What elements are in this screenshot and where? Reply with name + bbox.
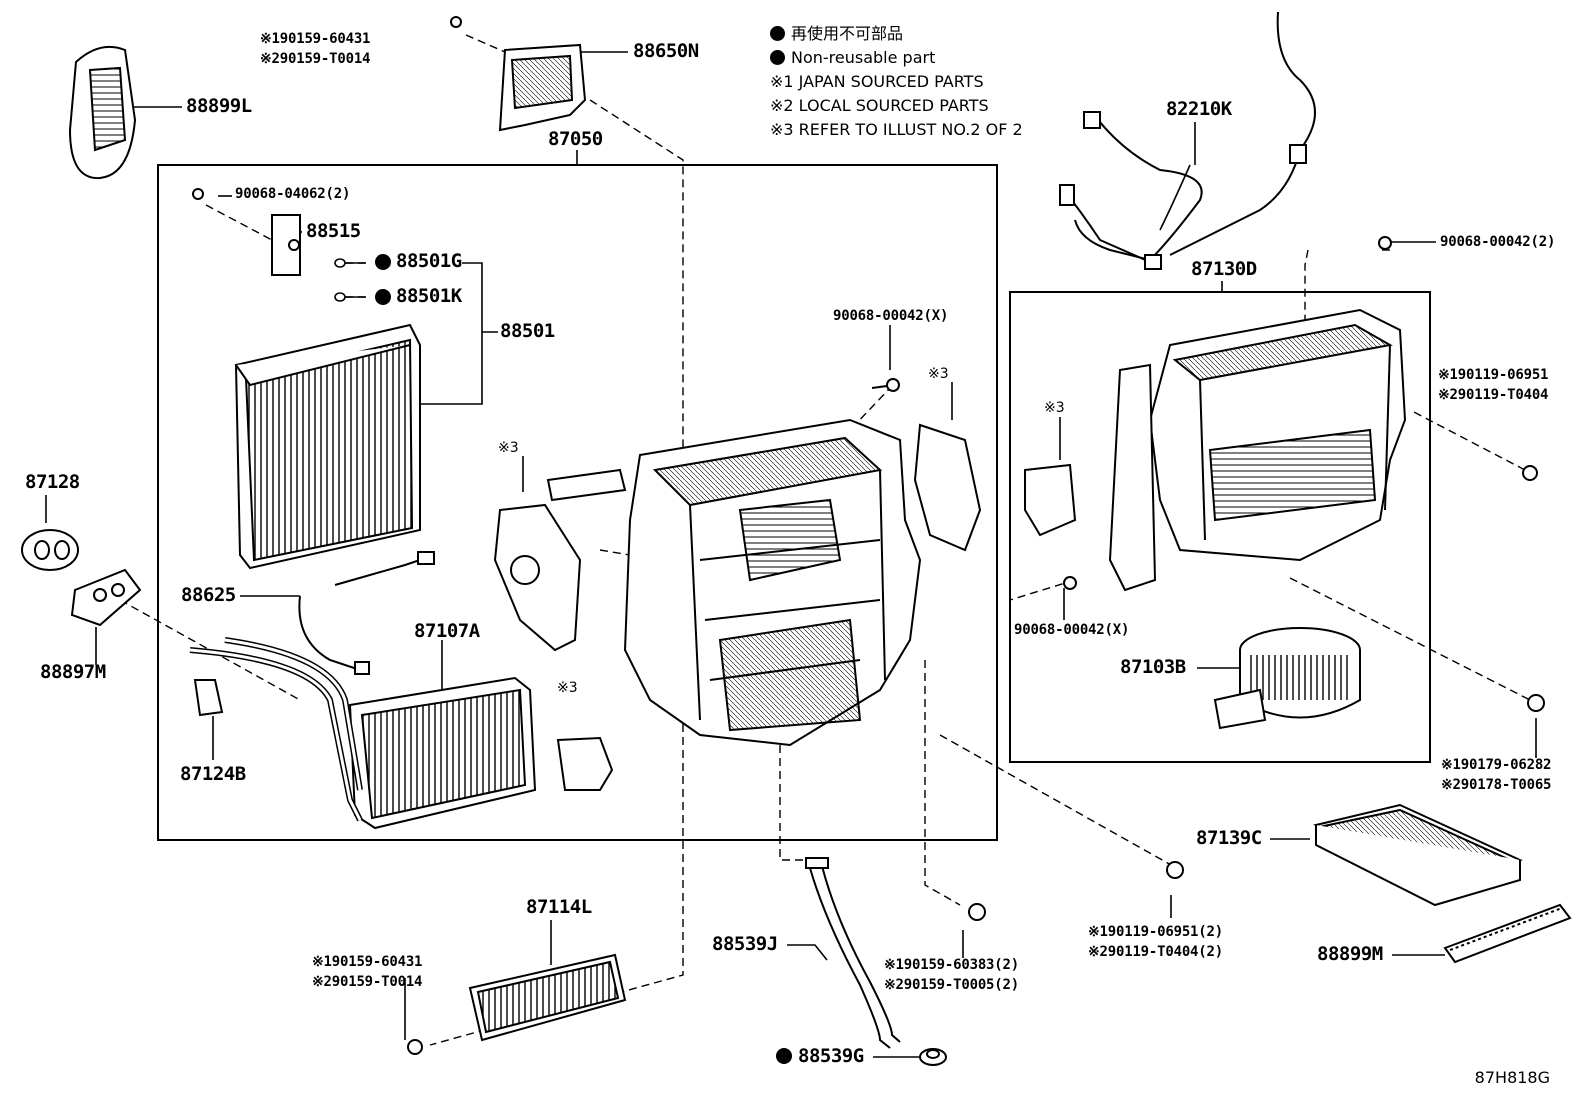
non-reusable-dot-88539G bbox=[776, 1048, 792, 1064]
label-290119-T0404[interactable]: ※290119-T0404 bbox=[1438, 387, 1549, 403]
legend: 再使用不可部品 Non-reusable part ※1 JAPAN SOURC… bbox=[770, 22, 1023, 142]
label-87114L-screw-1[interactable]: ※190159-60431 bbox=[312, 954, 423, 970]
part-88539G-illustration bbox=[919, 1048, 947, 1066]
part-88899L-illustration bbox=[68, 46, 137, 180]
bullet-icon bbox=[770, 26, 785, 41]
legend-refer-illust: ※3 REFER TO ILLUST NO.2 OF 2 bbox=[770, 120, 1023, 139]
label-ref3-a: ※3 bbox=[928, 366, 949, 382]
label-87128[interactable]: 87128 bbox=[25, 471, 80, 493]
assembly-box-87130D bbox=[1009, 291, 1431, 763]
screw-center bbox=[871, 378, 900, 392]
label-90068-00042x-right[interactable]: 90068-00042(X) bbox=[1014, 622, 1130, 638]
label-88539G[interactable]: 88539G bbox=[798, 1045, 864, 1067]
label-190119-06951-2[interactable]: ※190119-06951(2) bbox=[1088, 924, 1223, 940]
label-90068-00042x-center[interactable]: 90068-00042(X) bbox=[833, 308, 949, 324]
legend-non-reusable-jp: 再使用不可部品 bbox=[770, 22, 1023, 46]
label-87124B[interactable]: 87124B bbox=[180, 763, 246, 785]
label-290119-T0404-2[interactable]: ※290119-T0404(2) bbox=[1088, 944, 1223, 960]
label-88539J[interactable]: 88539J bbox=[712, 933, 778, 955]
label-87050[interactable]: 87050 bbox=[548, 128, 603, 150]
label-87103B[interactable]: 87103B bbox=[1120, 656, 1186, 678]
label-87130D[interactable]: 87130D bbox=[1191, 258, 1257, 280]
label-290159-T0005[interactable]: ※290159-T0005(2) bbox=[884, 977, 1019, 993]
legend-non-reusable-en: Non-reusable part bbox=[770, 46, 1023, 70]
label-88899M[interactable]: 88899M bbox=[1317, 943, 1383, 965]
label-88899L[interactable]: 88899L bbox=[186, 95, 252, 117]
label-88501[interactable]: 88501 bbox=[500, 320, 555, 342]
label-290178-T0065[interactable]: ※290178-T0065 bbox=[1441, 777, 1552, 793]
part-88539J-illustration bbox=[805, 857, 901, 1049]
illustration-code: 87H818G bbox=[1474, 1068, 1550, 1087]
label-88501G[interactable]: 88501G bbox=[396, 250, 462, 272]
label-ref3-d: ※3 bbox=[1044, 400, 1065, 416]
label-87114L[interactable]: 87114L bbox=[526, 896, 592, 918]
label-90068-00042-2[interactable]: 90068-00042(2) bbox=[1440, 234, 1556, 250]
label-190119-06951[interactable]: ※190119-06951 bbox=[1438, 367, 1549, 383]
label-190159-60383[interactable]: ※190159-60383(2) bbox=[884, 957, 1019, 973]
label-88650N-screw-1[interactable]: ※190159-60431 bbox=[260, 31, 371, 47]
label-88501K[interactable]: 88501K bbox=[396, 285, 462, 307]
part-88897M-illustration bbox=[70, 568, 142, 627]
part-87130D-illustration bbox=[1108, 308, 1407, 592]
part-87124B-illustration bbox=[193, 679, 224, 717]
label-ref3-b: ※3 bbox=[498, 440, 519, 456]
part-87128-illustration bbox=[21, 529, 79, 571]
legend-local-sourced: ※2 LOCAL SOURCED PARTS bbox=[770, 96, 989, 115]
part-88501-illustration bbox=[234, 323, 421, 570]
label-88897M[interactable]: 88897M bbox=[40, 661, 106, 683]
label-88625[interactable]: 88625 bbox=[181, 584, 236, 606]
actuator-illustrations bbox=[493, 423, 1077, 791]
part-88650N-illustration bbox=[450, 16, 587, 132]
label-87107A[interactable]: 87107A bbox=[414, 620, 480, 642]
bullet-icon bbox=[770, 50, 785, 65]
non-reusable-dot-88501K bbox=[375, 289, 391, 305]
non-reusable-dot-88501G bbox=[375, 254, 391, 270]
part-88625-illustration bbox=[298, 551, 435, 675]
screws-right bbox=[407, 236, 1545, 1055]
o-rings bbox=[334, 258, 346, 302]
label-190179-06282[interactable]: ※190179-06282 bbox=[1441, 757, 1552, 773]
label-82210K[interactable]: 82210K bbox=[1166, 98, 1232, 120]
label-88650N-screw-2[interactable]: ※290159-T0014 bbox=[260, 51, 371, 67]
part-88515-illustration bbox=[192, 188, 301, 276]
part-87114L-illustration bbox=[468, 953, 627, 1042]
part-82210K-illustration bbox=[1059, 11, 1316, 270]
part-87139C-illustration bbox=[1313, 803, 1523, 907]
label-90068-04062[interactable]: 90068-04062(2) bbox=[235, 186, 351, 202]
part-87050-illustration bbox=[546, 418, 922, 747]
label-88515[interactable]: 88515 bbox=[306, 220, 361, 242]
part-87107A-illustration bbox=[189, 637, 537, 830]
label-87139C[interactable]: 87139C bbox=[1196, 827, 1262, 849]
part-87103B-illustration bbox=[1213, 627, 1361, 730]
label-88650N[interactable]: 88650N bbox=[633, 40, 699, 62]
part-88899M-illustration bbox=[1443, 903, 1572, 964]
label-87114L-screw-2[interactable]: ※290159-T0014 bbox=[312, 974, 423, 990]
label-ref3-c: ※3 bbox=[557, 680, 578, 696]
legend-japan-sourced: ※1 JAPAN SOURCED PARTS bbox=[770, 72, 984, 91]
